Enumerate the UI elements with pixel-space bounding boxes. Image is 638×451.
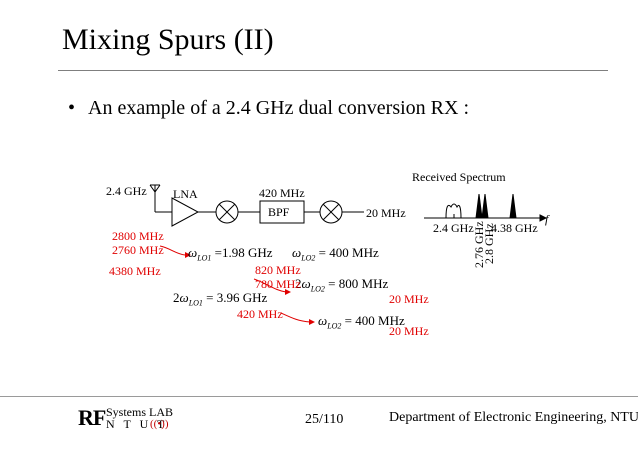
lab-logo-ntut: N T U T [106, 417, 168, 431]
if2-freq: 20 MHz [366, 206, 406, 220]
spectrum-plot [424, 193, 548, 222]
lna-amplifier-icon [171, 197, 200, 227]
mixer1-icon [215, 200, 239, 224]
spur-2800: 2800 MHz [112, 229, 164, 243]
lab-logo-rf: RF [78, 405, 106, 430]
bullet-marker: • [68, 97, 76, 119]
slide-title: Mixing Spurs (II) [62, 23, 274, 56]
spectrum-label-2800: 2.8 GHz [482, 223, 496, 264]
lo1-harmonic-value: = 3.96 GHz [206, 290, 268, 305]
omega-symbol: ω [188, 245, 198, 260]
spectrum-title: Received Spectrum [412, 170, 506, 184]
lo1-subscript: LO1 [197, 253, 212, 263]
lna-label: LNA [173, 187, 198, 201]
lab-logo-name: Systems LAB [106, 405, 174, 419]
spur-420: 420 MHz [237, 307, 283, 321]
omega-symbol: ω [292, 245, 302, 260]
spur-20-first: 20 MHz [389, 292, 429, 306]
frequency-axis-label: f [545, 212, 549, 226]
lo1-value: =1.98 GHz [214, 245, 273, 260]
title-divider [58, 70, 608, 71]
mixer2-icon [319, 200, 343, 224]
page-number: 25/110 [305, 412, 344, 427]
lo2-subscript: LO2 [310, 284, 325, 294]
lo1-harmonic-equation: 2ωLO1 = 3.96 GHz [173, 290, 267, 311]
spur-780: 780 MHz [255, 277, 301, 291]
lab-logo-wave-icon: ((•)) [150, 418, 169, 430]
spur-820: 820 MHz [255, 263, 301, 277]
lo1-subscript: LO1 [188, 298, 203, 308]
harmonic-prefix: 2 [295, 276, 302, 291]
spur-2760: 2760 MHz [112, 243, 164, 257]
omega-symbol: ω [179, 290, 189, 305]
spur-arrows [159, 245, 315, 325]
spectrum-label-4380: 4.38 GHz [491, 221, 538, 235]
spur-20-second: 20 MHz [389, 324, 429, 338]
omega-symbol: ω [301, 276, 311, 291]
antenna-icon [149, 184, 172, 213]
footer-divider [0, 396, 638, 397]
lo2-value: = 400 MHz [344, 313, 405, 328]
rf-input-freq: 2.4 GHz [106, 184, 147, 198]
lo2-subscript: LO2 [327, 321, 342, 331]
lo1-equation: ωLO1 =1.98 GHz [188, 245, 273, 266]
if1-freq: 420 MHz [259, 186, 305, 200]
spur-4380: 4380 MHz [109, 264, 161, 278]
omega-symbol: ω [318, 313, 328, 328]
lo2-equation-second: ωLO2 = 400 MHz [318, 313, 405, 334]
harmonic-prefix: 2 [173, 290, 180, 305]
spectrum-label-2400: 2.4 GHz [433, 221, 474, 235]
lo2-subscript: LO2 [301, 253, 316, 263]
lo2-harmonic-equation: 2ωLO2 = 800 MHz [295, 276, 388, 297]
bpf-label: BPF [268, 205, 290, 219]
department-name: Department of Electronic Engineering, NT… [389, 410, 638, 425]
lo2-value: = 400 MHz [318, 245, 379, 260]
lo2-harmonic-value: = 800 MHz [328, 276, 389, 291]
lo2-equation: ωLO2 = 400 MHz [292, 245, 379, 266]
bullet-text: An example of a 2.4 GHz dual conversion … [88, 97, 470, 119]
